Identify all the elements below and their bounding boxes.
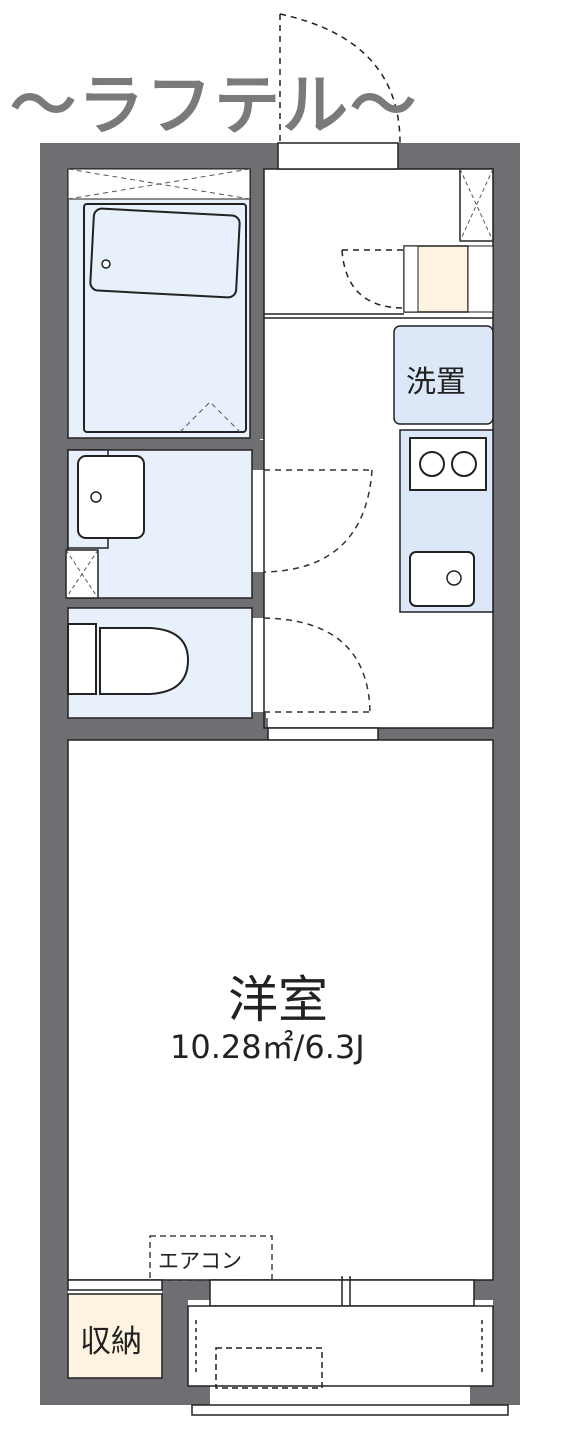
watermark-text: 〜ラフテル〜 (10, 67, 418, 144)
bathroom (67, 168, 251, 439)
washroom (65, 449, 253, 599)
aircon-box (149, 1235, 273, 1281)
washer-space (393, 325, 494, 425)
room-door (267, 727, 379, 741)
aircon-label: エアコン (158, 1249, 242, 1273)
storage-label: 収納 (80, 1324, 142, 1360)
washer-label: 洗置 (406, 365, 466, 400)
western-room-area (67, 739, 494, 1281)
kitchen (399, 429, 494, 613)
walls (40, 143, 520, 1405)
storage-closet (67, 1279, 163, 1379)
western-room-name: 洋室 (228, 971, 328, 1029)
western-room-area-label: 10.28㎡/6.3J (170, 1028, 365, 1066)
shoe-cabinet (403, 168, 494, 313)
toilet (67, 607, 253, 719)
balcony (187, 1276, 509, 1416)
